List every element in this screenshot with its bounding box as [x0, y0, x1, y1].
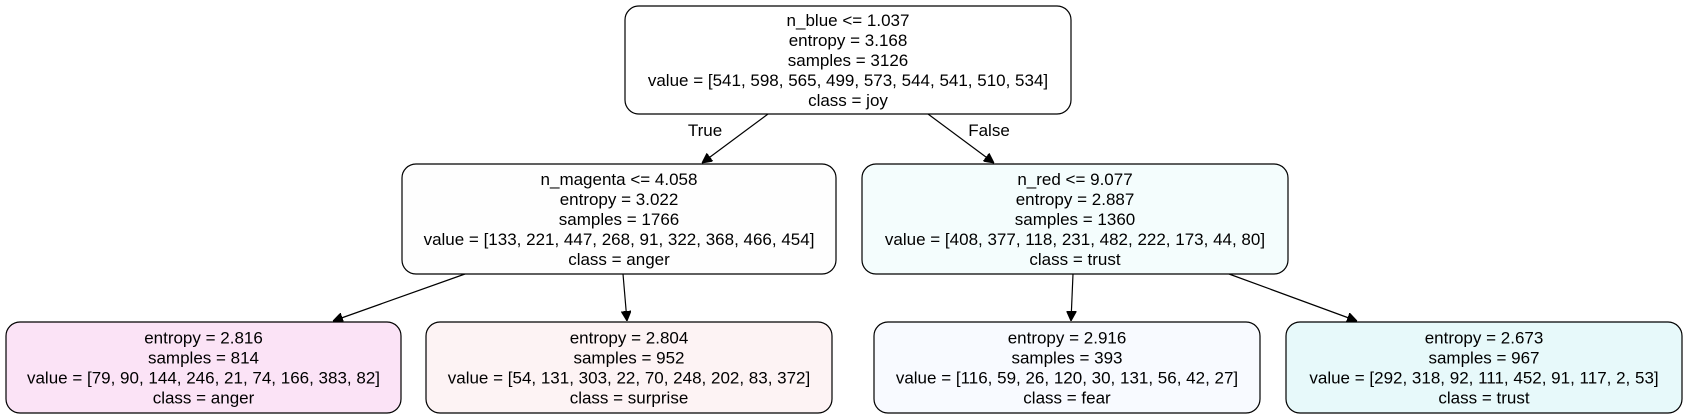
- node-entropy-text: entropy = 2.816: [144, 329, 263, 348]
- node-value-text: value = [116, 59, 26, 120, 30, 131, 56, …: [896, 369, 1238, 388]
- node-entropy-text: entropy = 2.887: [1016, 190, 1135, 209]
- node-samples-text: samples = 393: [1011, 349, 1122, 368]
- edge-root-to-left: [702, 113, 769, 163]
- edge-label-false: False: [968, 121, 1010, 140]
- node-box: [861, 163, 1289, 275]
- node-samples-text: samples = 3126: [788, 51, 909, 70]
- node-class-text: class = anger: [568, 250, 670, 269]
- node-box: [873, 321, 1261, 414]
- node-class-text: class = fear: [1023, 389, 1111, 408]
- node-samples-text: samples = 952: [573, 349, 684, 368]
- node-class-text: class = joy: [808, 91, 888, 110]
- edge-left-to-lr: [623, 273, 627, 321]
- edge-label-true: True: [688, 121, 722, 140]
- edge-left-to-ll: [333, 273, 466, 321]
- edges-layer: True False: [333, 113, 1357, 321]
- node-class-text: class = anger: [153, 389, 255, 408]
- node-split-condition-text: n_blue <= 1.037: [787, 11, 910, 30]
- node-box: [624, 5, 1072, 115]
- node-entropy-text: entropy = 2.804: [570, 329, 689, 348]
- node-value-text: value = [408, 377, 118, 231, 482, 222, 1…: [885, 230, 1265, 249]
- node-class-text: class = trust: [1438, 389, 1529, 408]
- node-entropy-text: entropy = 3.168: [789, 31, 908, 50]
- node-box: [5, 321, 402, 414]
- edge-right-to-rr: [1228, 273, 1357, 321]
- node-value-text: value = [54, 131, 303, 22, 70, 248, 202,…: [448, 369, 811, 388]
- node-samples-text: samples = 1766: [559, 210, 680, 229]
- node-box: [401, 163, 837, 275]
- edge-root-to-right: [927, 113, 994, 163]
- node-value-text: value = [79, 90, 144, 246, 21, 74, 166, …: [27, 369, 380, 388]
- node-entropy-text: entropy = 2.916: [1008, 329, 1127, 348]
- node-box: [425, 321, 833, 414]
- node-value-text: value = [541, 598, 565, 499, 573, 544, 5…: [648, 71, 1048, 90]
- node-value-text: value = [292, 318, 92, 111, 452, 91, 117…: [1309, 369, 1658, 388]
- node-class-text: class = trust: [1029, 250, 1120, 269]
- node-samples-text: samples = 814: [148, 349, 259, 368]
- node-samples-text: samples = 967: [1428, 349, 1539, 368]
- node-entropy-text: entropy = 2.673: [1425, 329, 1544, 348]
- node-entropy-text: entropy = 3.022: [560, 190, 679, 209]
- edge-right-to-rl: [1071, 273, 1073, 321]
- node-class-text: class = surprise: [570, 389, 689, 408]
- node-box: [1285, 321, 1683, 414]
- node-split-condition-text: n_magenta <= 4.058: [541, 170, 698, 189]
- node-samples-text: samples = 1360: [1015, 210, 1136, 229]
- node-split-condition-text: n_red <= 9.077: [1017, 170, 1132, 189]
- node-value-text: value = [133, 221, 447, 268, 91, 322, 36…: [424, 230, 815, 249]
